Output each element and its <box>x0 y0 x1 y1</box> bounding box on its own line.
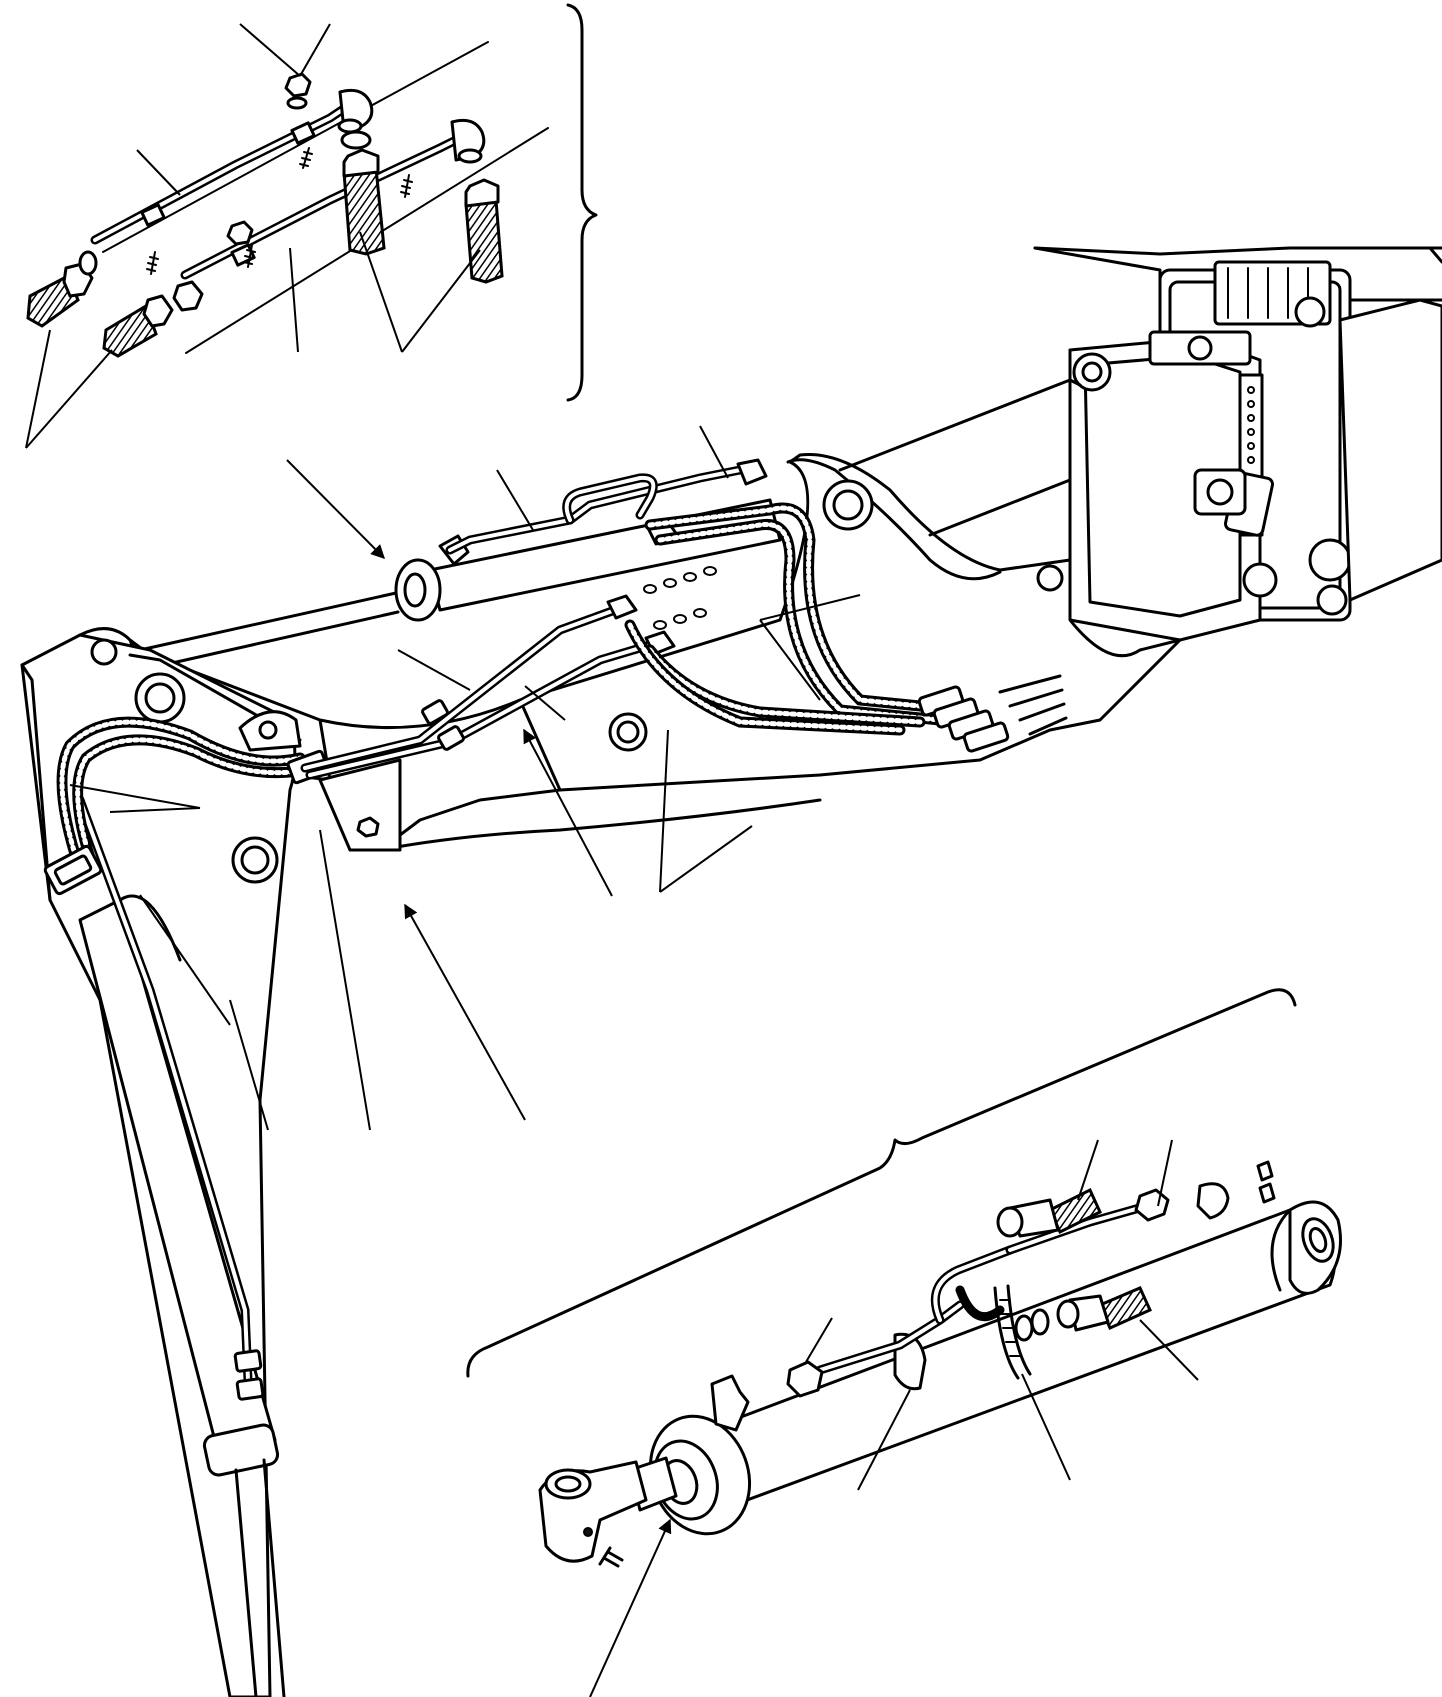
arm-pipe <box>75 795 265 1401</box>
boom-side-pipes <box>300 594 676 780</box>
cylinder-barrel <box>538 1160 1342 1568</box>
pipe-detail-inset <box>25 3 598 449</box>
inset-bracket <box>566 3 598 402</box>
arm-hoses <box>43 716 330 896</box>
inset-hose-ends <box>26 148 504 358</box>
cylinder-bracket <box>466 988 1297 1378</box>
cylinder-pipe <box>786 1182 1230 1398</box>
lower-pipe <box>180 118 486 280</box>
inset-fasteners <box>146 72 483 275</box>
boom-hose-bundle <box>624 502 1068 753</box>
cylinder-elbow-fitting <box>710 1374 750 1432</box>
boom-assembly <box>20 246 1442 1697</box>
cylinder-hose-fittings <box>996 1187 1152 1342</box>
arm-dipper <box>20 627 302 1697</box>
lift-cylinder-assembly <box>466 988 1342 1697</box>
upper-pipe <box>90 88 374 245</box>
swing-frame <box>1033 246 1442 642</box>
